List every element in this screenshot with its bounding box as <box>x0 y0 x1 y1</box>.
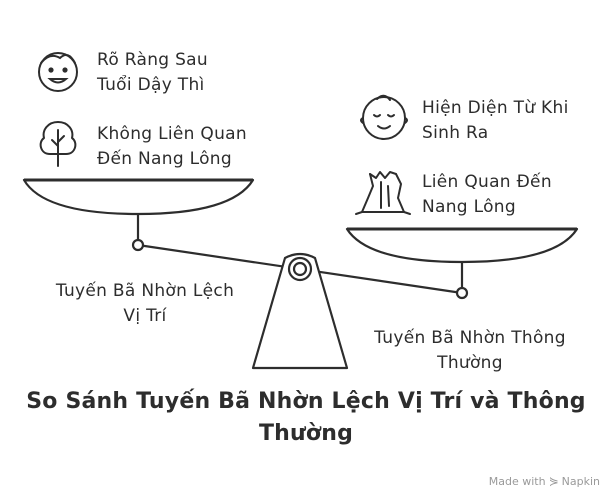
napkin-logo-icon: ⋟ <box>548 474 559 488</box>
fulcrum <box>251 252 349 370</box>
napkin-credit[interactable]: Made with⋟Napkin <box>489 474 600 488</box>
left-pan-label: Tuyến Bã Nhờn Lệch Vị Trí <box>55 281 235 326</box>
credit-brand: Napkin <box>561 475 600 488</box>
diagram-title: So Sánh Tuyến Bã Nhờn Lệch Vị Trí và Thô… <box>26 389 586 446</box>
face-icon <box>38 52 78 92</box>
right-pivot <box>455 286 469 300</box>
left-pan <box>22 178 255 216</box>
left-item-2-text: Không Liên Quan Đến Nang Lông <box>97 124 247 169</box>
tree-icon <box>39 121 77 167</box>
tree-stump-icon <box>355 171 411 215</box>
right-item-1-text: Hiện Diện Từ Khi Sinh Ra <box>422 98 569 143</box>
left-item-1-text: Rõ Ràng Sau Tuổi Dậy Thì <box>97 50 208 95</box>
credit-prefix: Made with <box>488 475 546 488</box>
right-pan-label: Tuyến Bã Nhờn Thông Thường <box>374 328 566 373</box>
right-item-2-text: Liên Quan Đến Nang Lông <box>422 172 552 217</box>
right-pan <box>345 227 579 264</box>
baby-face-icon <box>360 94 408 140</box>
left-pivot <box>131 238 145 252</box>
